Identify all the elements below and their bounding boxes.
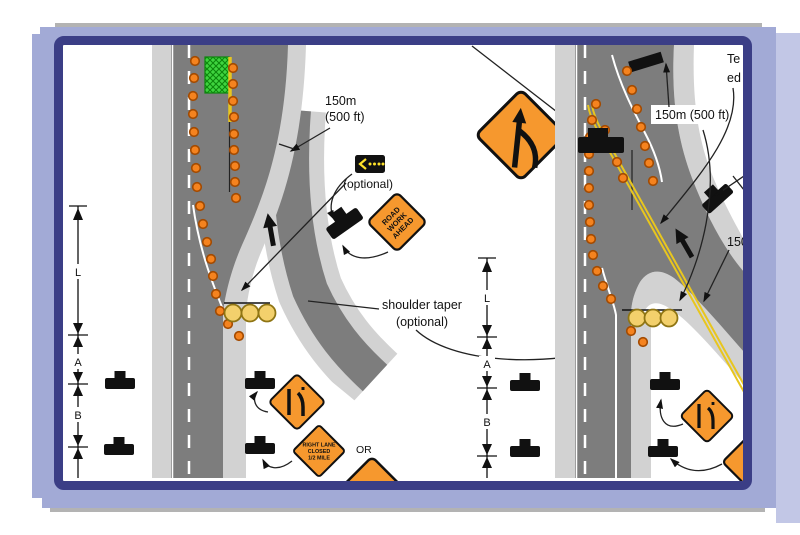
left-ramp xyxy=(258,107,398,403)
left-leader-lines xyxy=(240,127,389,470)
sign-symbol xyxy=(104,437,134,455)
left-cone-edge-line xyxy=(227,62,242,204)
right-cone-edge-arc xyxy=(621,65,659,348)
right-road-inner-shoulder xyxy=(631,271,743,478)
temp-edge-label-line1: Te xyxy=(727,52,740,66)
frame-notch-bottom xyxy=(32,498,42,508)
lane-ends-sign xyxy=(269,374,325,430)
left-road-left-shoulder xyxy=(152,45,171,478)
svg-text:CLOSED: CLOSED xyxy=(750,459,752,465)
left-cone-taper-line xyxy=(187,55,245,342)
frame-notch-top xyxy=(32,27,40,34)
left-dim-label-l: L xyxy=(75,267,81,279)
left-shoulder-taper-drums xyxy=(223,303,277,323)
merge-sign xyxy=(476,90,566,180)
arrow-board-icon xyxy=(355,155,385,173)
road-work-ahead-sign: ROAD WORK AHEAD xyxy=(368,193,426,251)
diagram-frame: L A B 150m (500 ft) xyxy=(54,36,752,490)
alternate-sign-partial xyxy=(327,457,417,481)
left-dim-label-a: A xyxy=(74,357,82,369)
right-distance-label-2: 150 xyxy=(727,235,748,249)
right-lane-closed-sign: RIGHT LANE CLOSED 1/2 MILE xyxy=(293,425,345,477)
left-dimension-line: L A B xyxy=(68,205,88,478)
left-ramp-direction-arrow xyxy=(263,213,278,247)
shoulder-taper-label-line1: shoulder taper xyxy=(382,298,462,312)
arrow-board-on-road xyxy=(628,51,664,73)
left-road xyxy=(171,45,288,478)
right-road-outer-shoulder xyxy=(673,45,743,271)
sign-symbol xyxy=(510,439,540,457)
lane-ends-sign-right xyxy=(680,389,734,443)
frame-bottom-shadow xyxy=(50,508,765,512)
right-dim-label-b: B xyxy=(483,417,490,429)
right-ramp-direction-arrow xyxy=(675,228,695,259)
right-ramp-edge-line xyxy=(611,54,663,183)
arrow-board-optional-label: (optional) xyxy=(343,177,393,191)
svg-text:1/2 MILE: 1/2 MILE xyxy=(751,466,752,472)
left-taper-edge-line xyxy=(192,204,225,313)
sign-symbol xyxy=(245,436,275,454)
or-label: OR xyxy=(356,444,372,456)
frame-lavender-right xyxy=(776,33,800,523)
sign-symbol xyxy=(650,372,680,390)
sign-symbol xyxy=(245,371,275,389)
svg-text:RIGHT LANE: RIGHT LANE xyxy=(303,443,336,449)
sign-symbol xyxy=(648,439,678,457)
diagram-content: L A B 150m (500 ft) xyxy=(63,45,752,481)
right-lane-closed-sign-right: RIGHT LANE CLOSED 1/2 MILE xyxy=(722,422,752,481)
svg-text:1/2 MILE: 1/2 MILE xyxy=(308,456,330,462)
svg-text:RIGHT LANE: RIGHT LANE xyxy=(745,451,752,457)
right-leader-lines xyxy=(656,62,743,472)
shoulder-taper-label-line2: (optional) xyxy=(396,315,448,329)
work-area xyxy=(204,56,230,94)
svg-text:CLOSED: CLOSED xyxy=(308,449,331,455)
right-road-left-shoulder xyxy=(555,45,575,478)
work-truck-on-road xyxy=(578,128,624,153)
temp-edge-label-line2: ed xyxy=(727,71,741,85)
left-distance-label-line1: 150m xyxy=(325,94,356,108)
left-dim-label-b: B xyxy=(74,410,81,422)
right-dim-label-a: A xyxy=(483,359,491,371)
left-distance-label-line2: (500 ft) xyxy=(325,110,365,124)
right-dimension-line: L A B xyxy=(477,257,497,478)
right-dim-label-l: L xyxy=(484,293,490,305)
right-distance-label-bg xyxy=(651,105,743,124)
left-road-right-shoulder xyxy=(223,45,306,478)
sign-symbol xyxy=(510,373,540,391)
right-distance-label: 150m (500 ft) xyxy=(655,108,729,122)
right-shoulder-taper-drums xyxy=(627,308,679,328)
frame-top-shadow xyxy=(55,23,762,27)
sign-symbol xyxy=(105,371,135,389)
